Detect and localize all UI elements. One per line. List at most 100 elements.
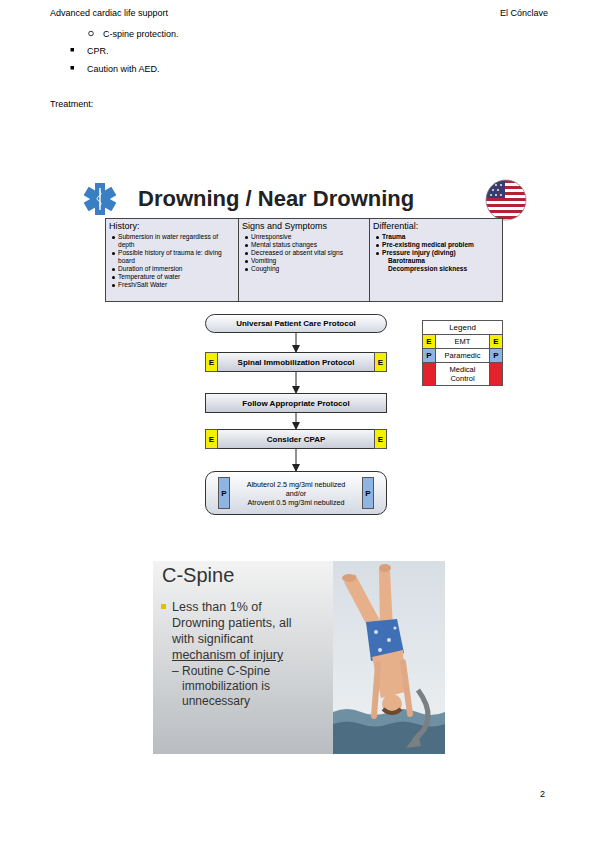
square-bullet bbox=[71, 66, 75, 70]
diagram-title: Drowning / Near Drowning bbox=[138, 186, 414, 212]
box-label: Follow Appropriate Protocol bbox=[242, 399, 349, 408]
legend-letter: P bbox=[493, 351, 498, 360]
slide-illustration bbox=[333, 561, 445, 754]
list-item: Pressure injury (diving) bbox=[373, 249, 499, 257]
legend-text: EMT bbox=[436, 335, 489, 348]
level-marker: E bbox=[374, 352, 387, 372]
slide-bullet-text: mechanism of injury bbox=[172, 647, 283, 663]
bullet-dot bbox=[245, 252, 248, 255]
legend-text: Medical Control bbox=[436, 363, 489, 385]
legend-row: P Paramedic P bbox=[423, 349, 502, 363]
legend-swatch bbox=[489, 363, 502, 385]
list-item: Possible history of trauma ie: diving bo… bbox=[109, 249, 235, 265]
box-label: and/or bbox=[286, 489, 306, 498]
marker-letter: P bbox=[221, 489, 226, 498]
slide-background bbox=[153, 561, 445, 754]
legend-letter: P bbox=[426, 351, 431, 360]
bullet-dot bbox=[245, 236, 248, 239]
column-heading: Signs and Symptoms bbox=[242, 221, 366, 232]
page-header: El Cónclave bbox=[500, 8, 548, 18]
column-heading: Differential: bbox=[373, 221, 499, 232]
level-marker: P bbox=[362, 477, 374, 509]
bullet-text: C-spine protection. bbox=[103, 29, 179, 39]
legend-text: Paramedic bbox=[436, 349, 489, 362]
column-heading: History: bbox=[109, 221, 235, 232]
marker-letter: P bbox=[365, 489, 370, 498]
list-item: Barotrauma bbox=[373, 257, 499, 265]
bullet-dot bbox=[245, 260, 248, 263]
legend-swatch bbox=[423, 363, 436, 385]
info-column: Differential:TraumaPre-existing medical … bbox=[369, 218, 503, 302]
bullet-text: Caution with AED. bbox=[87, 64, 160, 74]
square-bullet bbox=[71, 48, 75, 52]
info-column: History:Submersion in water regardless o… bbox=[105, 218, 239, 302]
marker-letter: E bbox=[378, 358, 383, 367]
marker-letter: E bbox=[378, 435, 383, 444]
flag-globe bbox=[486, 180, 526, 220]
list-item: Coughing bbox=[242, 265, 366, 273]
list-item: Mental status changes bbox=[242, 241, 366, 249]
list-item: Pre-existing medical problem bbox=[373, 241, 499, 249]
legend-swatch: P bbox=[423, 349, 436, 362]
info-column: Signs and SymptomsUnresponsiveMental sta… bbox=[238, 218, 370, 302]
terminal-box: Albuterol 2.5 mg/3ml nebulizedand/orAtro… bbox=[205, 471, 387, 515]
slide-bullet-text: Less than 1% of Drowning patients, all w… bbox=[172, 599, 314, 647]
box-label: Albuterol 2.5 mg/3ml nebulized bbox=[247, 480, 346, 489]
page-number: 2 bbox=[540, 789, 545, 799]
legend-swatch: E bbox=[423, 335, 436, 348]
slide-bullet bbox=[161, 604, 166, 609]
marker-letter: E bbox=[209, 435, 214, 444]
process-box: Follow Appropriate Protocol bbox=[205, 393, 387, 413]
level-marker: E bbox=[374, 429, 387, 449]
slide-sub-bullet: – Routine C-Spine immobilization is unne… bbox=[172, 664, 314, 709]
level-marker: E bbox=[205, 429, 218, 449]
sub-bullet bbox=[89, 31, 94, 36]
flow-arrow bbox=[296, 333, 297, 352]
bullet-dot bbox=[112, 284, 115, 287]
legend-swatch: P bbox=[489, 349, 502, 362]
slide-title: C-Spine bbox=[162, 564, 234, 587]
legend-letter: E bbox=[426, 337, 431, 346]
list-item: Temperature of water bbox=[109, 273, 235, 281]
box-label: Spinal Immobilization Protocol bbox=[238, 358, 355, 367]
list-item: Submersion in water regardless of depth bbox=[109, 233, 235, 249]
legend-letter: E bbox=[493, 337, 498, 346]
list-item: Unresponsive bbox=[242, 233, 366, 241]
star-of-life bbox=[84, 183, 117, 215]
box-label: Atrovent 0.5 mg/3ml nebulized bbox=[247, 498, 344, 507]
box-label: Consider CPAP bbox=[267, 435, 326, 444]
legend-row: E EMT E bbox=[423, 335, 502, 349]
bullet-dot bbox=[112, 276, 115, 279]
bullet-dot bbox=[112, 252, 115, 255]
list-item: Fresh/Salt Water bbox=[109, 281, 235, 289]
bullet-dot bbox=[112, 268, 115, 271]
flow-arrow bbox=[296, 372, 297, 393]
list-item: Trauma bbox=[373, 233, 499, 241]
process-box: Consider CPAP E E bbox=[205, 429, 387, 449]
bullet-dot bbox=[376, 252, 379, 255]
legend-box: LegendEEMTEPParamedicPMedical Control bbox=[422, 320, 503, 386]
bullet-dot bbox=[376, 236, 379, 239]
bullet-dot bbox=[245, 244, 248, 247]
list-item: Decreased or absent vital signs bbox=[242, 249, 366, 257]
level-marker: E bbox=[205, 352, 218, 372]
diver-illustration bbox=[333, 564, 445, 754]
legend-row: Medical Control bbox=[423, 363, 502, 385]
list-item: Duration of immersion bbox=[109, 265, 235, 273]
bullet-dot bbox=[376, 244, 379, 247]
bullet-dot bbox=[112, 236, 115, 239]
box-label: Universal Patient Care Protocol bbox=[236, 319, 356, 328]
level-marker: P bbox=[218, 477, 230, 509]
bullet-dot bbox=[245, 268, 248, 271]
legend-title: Legend bbox=[423, 321, 502, 335]
section-heading: Treatment: bbox=[50, 99, 93, 109]
list-item: Vomiting bbox=[242, 257, 366, 265]
process-box: Spinal Immobilization Protocol E E bbox=[205, 352, 387, 372]
list-item: Decompression sickness bbox=[373, 265, 499, 273]
marker-letter: E bbox=[209, 358, 214, 367]
flow-arrow bbox=[296, 449, 297, 471]
legend-swatch: E bbox=[489, 335, 502, 348]
